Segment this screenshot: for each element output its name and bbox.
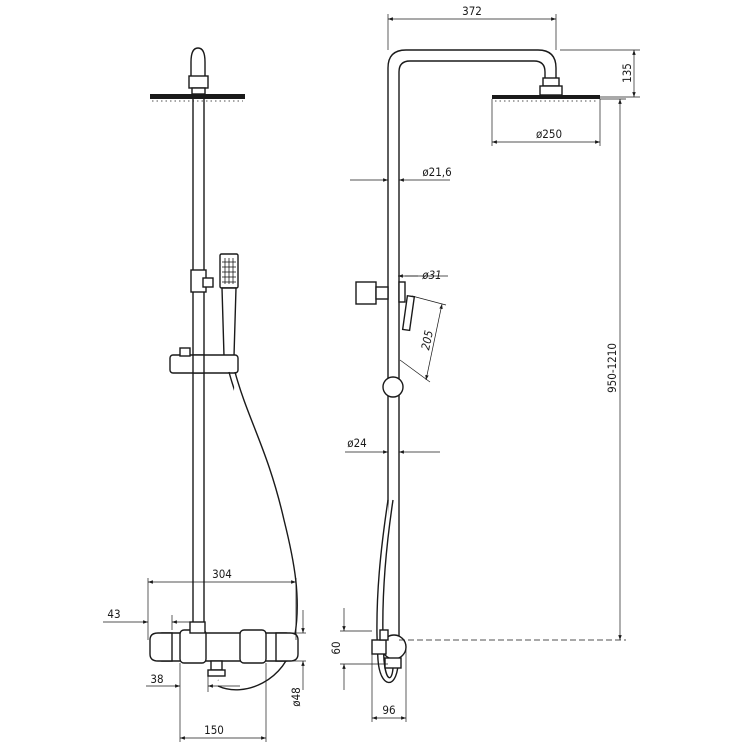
side-view: [355, 49, 600, 684]
dim-diameter-24-label: ø24: [347, 436, 367, 450]
dim-diameter-48-label: ø48: [289, 687, 303, 707]
dim-diameter-21-6-label: ø21,6: [422, 165, 451, 179]
front-hose: [217, 371, 298, 691]
front-view: [149, 47, 299, 691]
dim-150-label: 150: [204, 723, 224, 737]
dim-43-label: 43: [107, 607, 120, 621]
front-hand-shower: [219, 253, 239, 357]
dim-height-range-label: 950-1210: [605, 343, 619, 393]
front-overhead-shower-head: [150, 47, 245, 102]
side-riser-and-arm: [387, 49, 557, 640]
dim-diameter-31-label: ø31: [421, 268, 442, 282]
dim-60-label: 60: [329, 641, 343, 654]
side-mixer: [371, 629, 407, 669]
dim-diameter-250-label: ø250: [536, 127, 562, 141]
dim-205-label: 205: [418, 329, 436, 352]
side-dimensions: 372 135 ø250 ø21,6 ø31 205 950-1210 ø24: [329, 4, 640, 722]
side-overhead-shower-head: [492, 77, 600, 102]
front-slide-holder: [169, 347, 239, 374]
side-holder-clamp: [355, 281, 416, 332]
dim-38-label: 38: [150, 672, 163, 686]
dim-304-label: 304: [212, 567, 232, 581]
front-thermostat-mixer: [149, 621, 299, 677]
side-slide-knob: [382, 376, 404, 398]
dim-372-label: 372: [462, 4, 482, 18]
front-dimensions: 304 43 38 150 ø48: [103, 567, 306, 742]
dim-135-label: 135: [620, 63, 634, 83]
dim-96-label: 96: [382, 703, 395, 717]
